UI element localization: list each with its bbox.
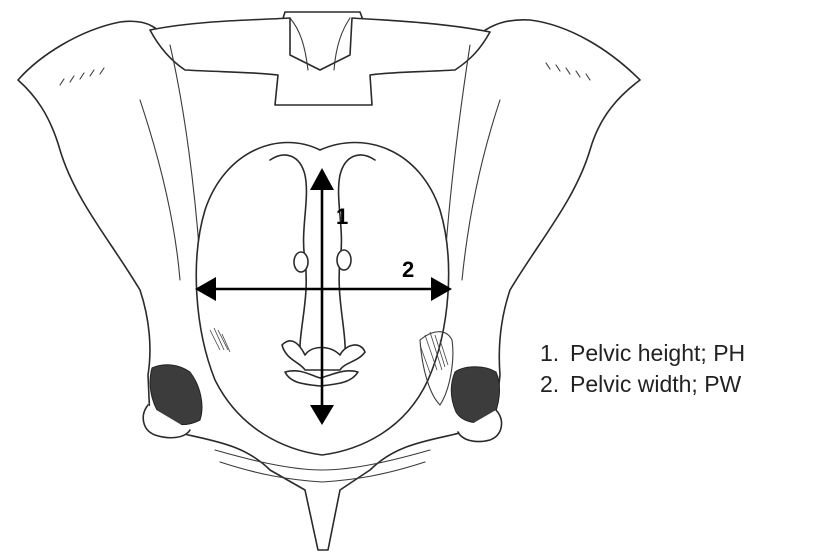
legend-number: 2. bbox=[540, 369, 570, 400]
sacral-foramen-right bbox=[337, 250, 351, 270]
width-arrow-label: 2 bbox=[402, 257, 414, 282]
sacral-foramen-left bbox=[294, 252, 308, 272]
legend-item-height: 1.Pelvic height; PH bbox=[540, 338, 745, 369]
legend-text: Pelvic width; PW bbox=[570, 371, 741, 397]
legend-text: Pelvic height; PH bbox=[570, 340, 745, 366]
legend-number: 1. bbox=[540, 338, 570, 369]
legend: 1.Pelvic height; PH 2.Pelvic width; PW bbox=[540, 338, 745, 400]
legend-item-width: 2.Pelvic width; PW bbox=[540, 369, 745, 400]
height-arrow-label: 1 bbox=[336, 204, 348, 229]
